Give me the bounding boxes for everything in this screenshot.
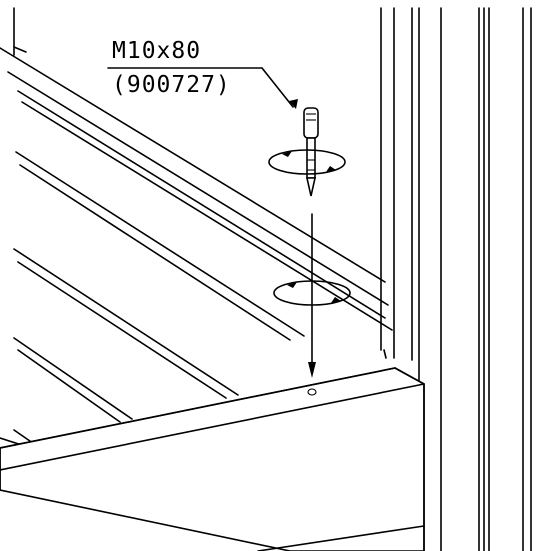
callout-leader xyxy=(107,67,298,109)
lower-rotation-arrow-icon xyxy=(273,280,351,306)
part-code-label: M10x80 xyxy=(112,38,201,64)
drill-hole xyxy=(307,388,317,396)
vertical-post xyxy=(380,7,532,551)
front-beam xyxy=(0,349,425,551)
insertion-arrow-icon xyxy=(308,213,316,378)
article-number-label: (900727) xyxy=(112,72,231,98)
upper-left-corner xyxy=(13,7,27,56)
rotation-arrow-icon xyxy=(268,149,346,175)
screw-icon xyxy=(303,107,319,197)
